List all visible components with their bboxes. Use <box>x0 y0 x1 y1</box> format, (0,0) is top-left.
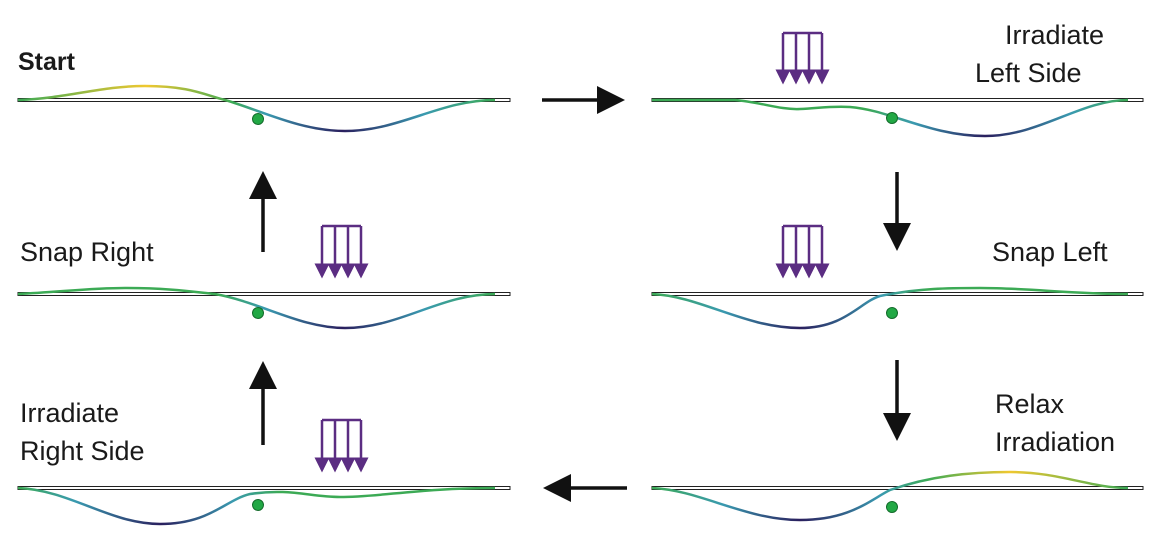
pivot-dot <box>252 499 264 511</box>
label-irradiate-left-line2: Left Side <box>975 58 1082 88</box>
baseline-start <box>17 98 511 102</box>
light-irradiation-arrows-icon <box>775 224 830 279</box>
light-irradiation-arrows-icon <box>314 418 369 473</box>
label-irradiate-left-line1: Irradiate <box>1005 20 1105 50</box>
pivot-dot <box>886 307 898 319</box>
light-irradiation-arrows-icon <box>775 31 830 85</box>
label-irradiate-right-line2: Right Side <box>20 436 145 466</box>
beam-curve-snap-left <box>651 286 1129 330</box>
beam-curve-irradiate-left <box>652 98 1129 138</box>
beam-curve-relax <box>651 470 1129 522</box>
label-irradiate-right-line1: Irradiate <box>20 398 120 428</box>
label-snap-left: Snap Left <box>992 237 1108 267</box>
pivot-dot <box>886 501 898 513</box>
label-relax-line2: Irradiation <box>995 427 1116 457</box>
pivot-dot <box>252 307 264 319</box>
pivot-dot <box>886 112 898 124</box>
beam-curve-snap-right <box>17 286 496 330</box>
baselines <box>17 98 1144 490</box>
beam-curve-start <box>17 84 496 133</box>
pivot-dot <box>252 113 264 125</box>
label-snap-right: Snap Right <box>20 237 154 267</box>
baseline-snap-right <box>17 292 511 296</box>
label-relax-line1: Relax <box>995 389 1065 419</box>
beam-curve-irradiate-right <box>17 486 496 526</box>
light-irradiation-arrows-icon <box>314 224 369 279</box>
label-start: Start <box>18 48 75 76</box>
